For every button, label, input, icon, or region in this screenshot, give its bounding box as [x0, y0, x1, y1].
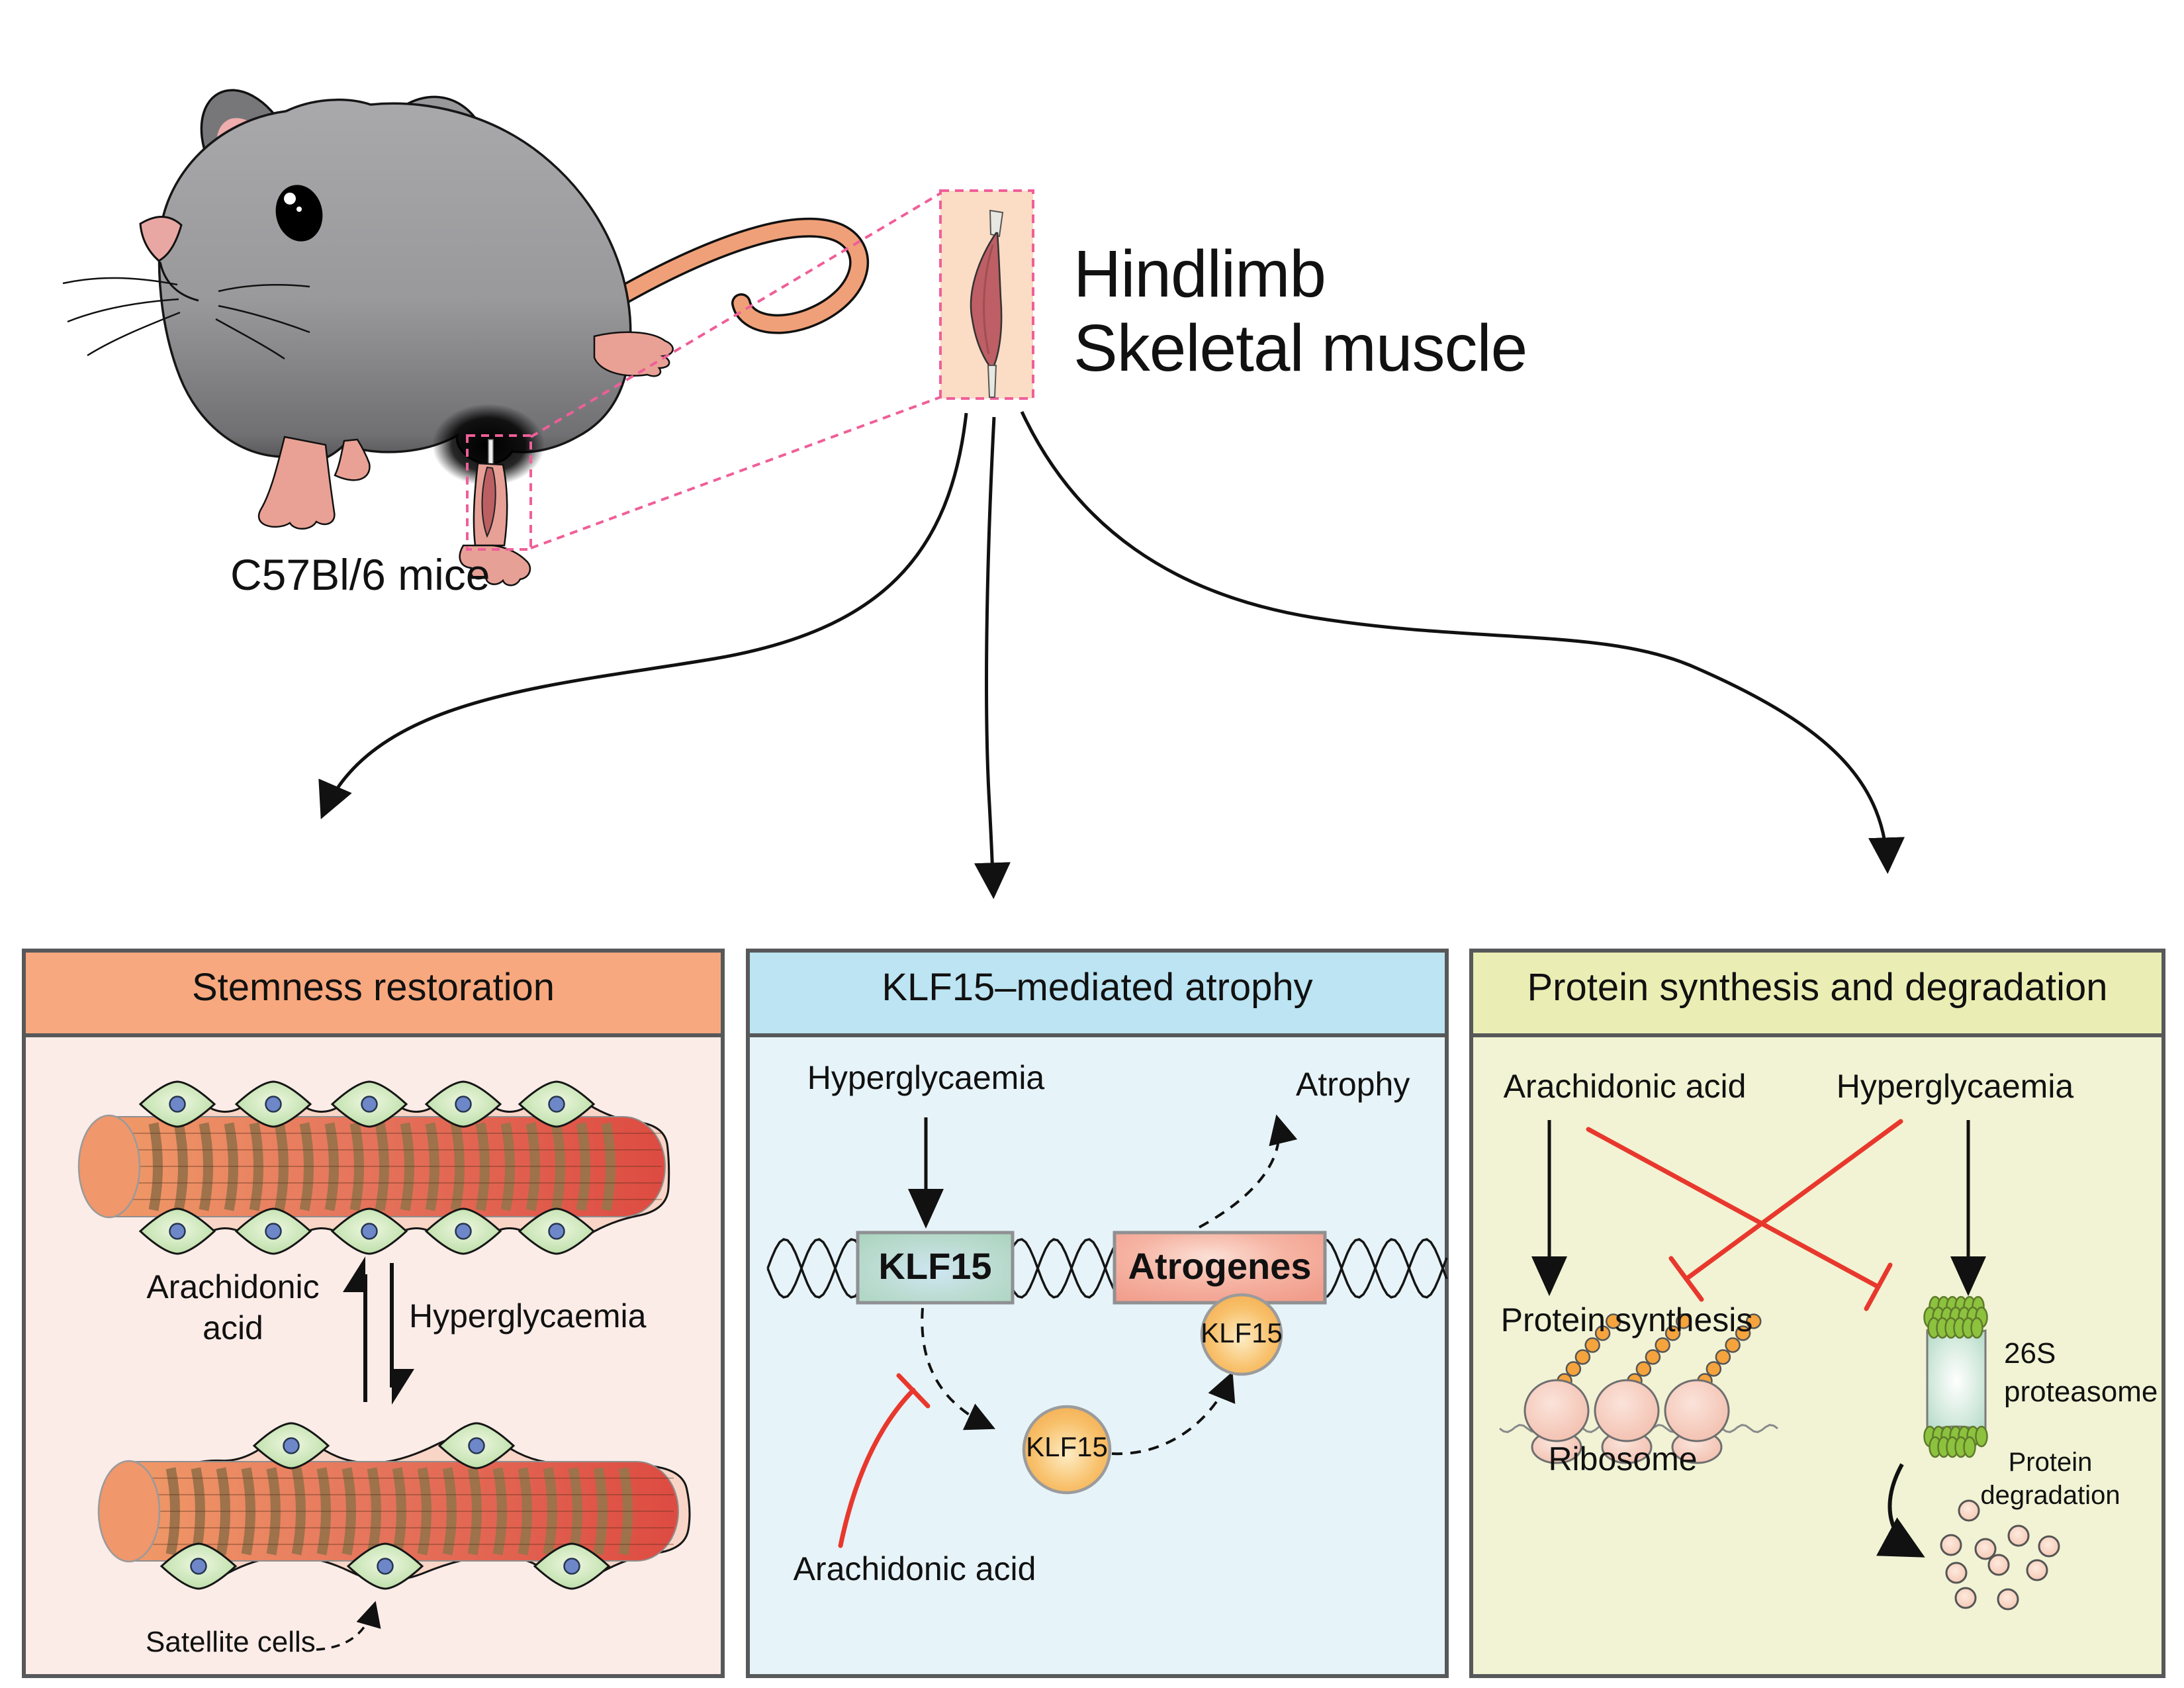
degradation-label-line2: degradation — [1980, 1481, 2120, 1510]
arrow-to-protein — [1020, 410, 1905, 874]
proteasome-label-line1: 26S — [2004, 1337, 2056, 1370]
mouse-ear-right — [362, 95, 492, 256]
title-line1: Hindlimb — [1073, 237, 1326, 311]
mouse-hind-shadow — [432, 404, 545, 486]
hindlimb-bone — [488, 439, 494, 467]
flow-arrows — [318, 410, 1905, 900]
inset-muscle-belly — [970, 232, 1003, 371]
degradation-label-line1: Protein — [2008, 1448, 2093, 1477]
panel-klf15-body — [750, 1037, 1445, 1674]
atrophy-label: Atrophy — [1296, 1066, 1410, 1103]
eye-highlight-small — [296, 207, 302, 212]
hyperglycaemia-label-p2: Hyperglycaemia — [807, 1059, 1045, 1096]
inset-tendon-bottom — [987, 365, 997, 398]
panel-protein-header — [1473, 953, 2161, 1037]
protein-synthesis-label: Protein synthesis — [1500, 1301, 1753, 1338]
klf15-header-label: KLF15–mediated atrophy — [882, 966, 1313, 1009]
panel-klf15-atrophy — [746, 949, 1449, 1678]
muscle-inset — [939, 189, 1034, 400]
arrow-to-klf15 — [974, 416, 1011, 900]
inset-tendon-top — [989, 209, 1004, 238]
eye-highlight — [284, 193, 296, 205]
arrow-to-stemness — [318, 412, 968, 820]
mouse-rear-foot — [593, 331, 674, 377]
protein-header-label: Protein synthesis and degradation — [1527, 966, 2108, 1009]
mouse-mouth — [159, 261, 199, 302]
arachidonic-label-line2: acid — [203, 1309, 263, 1346]
klf15-protein-label-a: KLF15 — [1026, 1431, 1108, 1462]
mouse-front-paws — [257, 436, 371, 530]
mouse-body — [158, 99, 632, 465]
klf15-gene-label: KLF15 — [878, 1245, 992, 1287]
ribosome-label: Ribosome — [1548, 1440, 1698, 1477]
mouse-label: C57Bl/6 mice — [230, 550, 490, 599]
stemness-header-label: Stemness restoration — [191, 966, 555, 1009]
arachidonic-label-p2: Arachidonic acid — [793, 1550, 1036, 1587]
panel-stemness-body — [26, 1037, 721, 1674]
atrogenes-label: Atrogenes — [1128, 1245, 1312, 1287]
zoom-connector-lines — [529, 192, 942, 549]
mouse-illustration — [62, 89, 869, 586]
mouse-tail — [606, 217, 869, 334]
mouse-whiskers — [62, 277, 310, 360]
proteasome-label-line2: proteasome — [2004, 1376, 2158, 1408]
klf15-protein-label-b: KLF15 — [1201, 1317, 1283, 1348]
inset-muscle-line — [983, 244, 994, 355]
title-line2: Skeletal muscle — [1073, 311, 1527, 385]
satellite-cells-label: Satellite cells — [146, 1626, 316, 1658]
arachidonic-label-line1: Arachidonic — [146, 1268, 320, 1305]
mouse-nose — [139, 216, 183, 262]
panel-stemness-header — [26, 953, 721, 1037]
panel-klf15-header — [750, 953, 1445, 1037]
mouse-eye — [275, 185, 323, 242]
hindlimb-zoom-box — [466, 434, 532, 551]
arachidonic-label-p3: Arachidonic acid — [1503, 1068, 1747, 1105]
panel-protein-body — [1473, 1037, 2161, 1674]
hyperglycaemia-label-p3: Hyperglycaemia — [1836, 1068, 2074, 1105]
mouse-ear-left — [200, 89, 296, 209]
hyperglycaemia-label-p1: Hyperglycaemia — [409, 1297, 647, 1335]
